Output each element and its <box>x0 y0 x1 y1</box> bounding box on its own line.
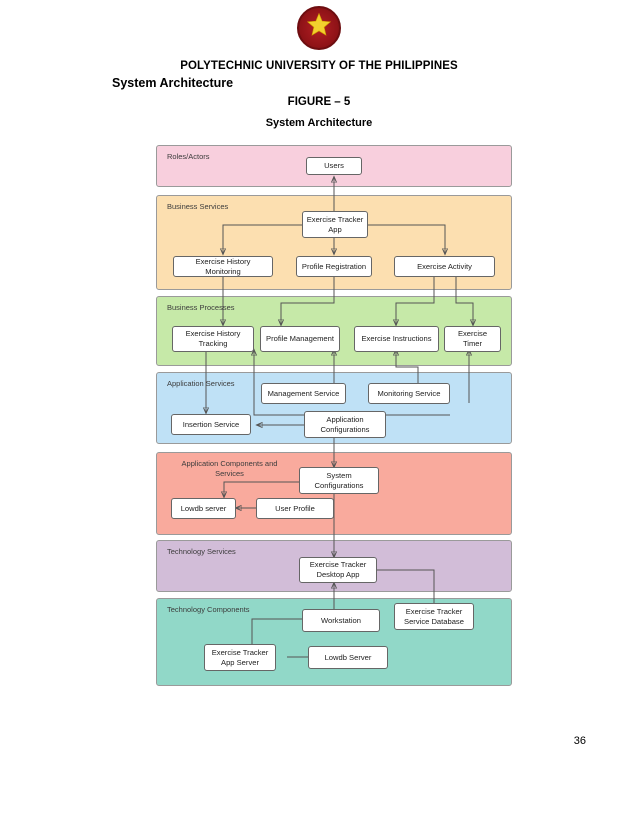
node-exercise-history-tracking[interactable]: Exercise History Tracking <box>172 326 254 352</box>
node-insertion-service[interactable]: Insertion Service <box>171 414 251 435</box>
node-application-configurations[interactable]: Application Configurations <box>304 411 386 438</box>
university-title: POLYTECHNIC UNIVERSITY OF THE PHILIPPINE… <box>180 60 458 72</box>
node-exercise-tracker-app[interactable]: Exercise Tracker App <box>302 211 368 238</box>
system-architecture-diagram: Roles/Actors Business Services Business … <box>156 145 512 687</box>
band-label-business-processes: Business Processes <box>167 303 235 312</box>
node-lowdb-server-component[interactable]: Lowdb server <box>171 498 236 519</box>
node-monitoring-service[interactable]: Monitoring Service <box>368 383 450 404</box>
node-exercise-tracker-service-database[interactable]: Exercise Tracker Service Database <box>394 603 474 630</box>
section-heading: System Architecture <box>112 76 234 90</box>
node-user-profile[interactable]: User Profile <box>256 498 334 519</box>
node-lowdb-server-tech[interactable]: Lowdb Server <box>308 646 388 669</box>
band-label-application-services: Application Services <box>167 379 235 388</box>
node-exercise-timer[interactable]: Exercise Timer <box>444 326 501 352</box>
node-exercise-tracker-desktop-app[interactable]: Exercise Tracker Desktop App <box>299 557 377 583</box>
pup-seal-star-icon <box>297 6 341 50</box>
page-number: 36 <box>573 735 586 747</box>
node-workstation[interactable]: Workstation <box>302 609 380 632</box>
band-label-technology-components: Technology Components <box>167 605 250 614</box>
node-exercise-tracker-app-server[interactable]: Exercise Tracker App Server <box>204 644 276 671</box>
band-label-business-services: Business Services <box>167 202 229 211</box>
band-label-application-components: Application Components and Services <box>181 459 278 478</box>
band-label-technology-services: Technology Services <box>167 547 236 556</box>
university-logo-container <box>0 6 638 55</box>
node-system-configurations[interactable]: System Configurations <box>299 467 379 494</box>
node-users[interactable]: Users <box>306 157 362 175</box>
star-glyph <box>306 12 332 43</box>
figure-title: System Architecture <box>265 117 373 129</box>
band-label-roles-actors: Roles/Actors <box>167 152 210 161</box>
node-exercise-instructions[interactable]: Exercise Instructions <box>354 326 439 352</box>
node-exercise-history-monitoring[interactable]: Exercise History Monitoring <box>173 256 273 277</box>
node-management-service[interactable]: Management Service <box>261 383 346 404</box>
node-profile-registration[interactable]: Profile Registration <box>296 256 372 277</box>
node-profile-management[interactable]: Profile Management <box>260 326 340 352</box>
node-exercise-activity[interactable]: Exercise Activity <box>394 256 495 277</box>
figure-label: FIGURE – 5 <box>287 96 351 108</box>
